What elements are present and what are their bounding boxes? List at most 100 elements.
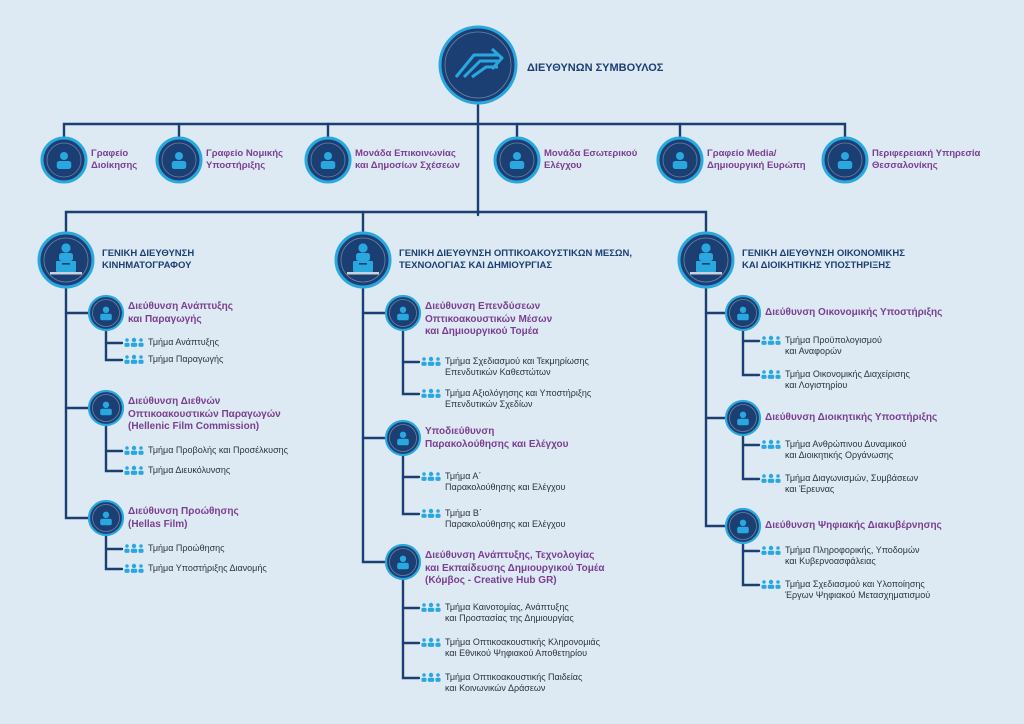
directorate-spine-line xyxy=(104,423,124,473)
group-icon xyxy=(761,369,781,379)
department-label: Τμήμα Διευκόλυνσης xyxy=(148,465,231,475)
person-icon-head xyxy=(399,555,407,562)
person-icon-head xyxy=(60,152,68,160)
group-icon xyxy=(761,439,781,449)
group-icon-head xyxy=(428,471,434,477)
group-icon-body xyxy=(435,513,441,518)
group-icon-body xyxy=(761,550,767,555)
group-icon-body xyxy=(421,677,427,682)
person-icon-body xyxy=(100,313,112,321)
node-inner-ring xyxy=(161,142,197,178)
person-icon-head xyxy=(739,306,747,313)
podium-mark xyxy=(702,263,710,265)
person-icon-body xyxy=(737,418,749,426)
group-icon-head xyxy=(436,509,440,513)
group-icon-body xyxy=(775,340,781,345)
department-label: Τμήμα Προώθησης xyxy=(148,543,225,553)
group-icon-body xyxy=(435,677,441,682)
group-icon-head xyxy=(422,603,426,607)
person-icon-body xyxy=(837,161,853,169)
person-icon-head xyxy=(841,152,849,160)
group-icon-body xyxy=(435,361,441,366)
logo-arrows-icon xyxy=(454,47,504,79)
group-icon-head xyxy=(768,579,774,585)
group-icon xyxy=(421,356,441,366)
directorate-node xyxy=(384,543,422,581)
node-inner-ring xyxy=(92,394,120,422)
group-icon-body xyxy=(427,393,435,398)
group-icon-head xyxy=(428,602,434,608)
person-icon-body xyxy=(100,408,112,416)
group-icon-head xyxy=(776,440,780,444)
group-icon-head xyxy=(428,672,434,678)
department-label: Τμήμα Υποστήριξης Διανομής xyxy=(148,563,267,573)
group-icon-body xyxy=(124,342,130,347)
group-icon-head xyxy=(125,564,129,568)
directorate-label: Διεύθυνση Προώθησης(Hellas Film) xyxy=(128,506,239,530)
podium-floor xyxy=(690,272,722,275)
node-ring xyxy=(724,294,762,332)
group-icon-head xyxy=(422,472,426,476)
group-icon-body xyxy=(138,450,144,455)
group-icon xyxy=(421,602,441,612)
podium-speaker-head xyxy=(61,243,71,253)
office-label: Γραφείο Media/Δημιουργική Ευρώπη xyxy=(707,148,806,171)
directorate-node xyxy=(384,419,422,457)
group-icon-head xyxy=(762,440,766,444)
logo-arrow xyxy=(454,53,498,78)
group-icon-head xyxy=(436,389,440,393)
group-icon-head xyxy=(762,336,766,340)
group-icon-body xyxy=(761,584,767,589)
node-inner-ring xyxy=(43,237,89,283)
directorate-spine-line xyxy=(104,328,124,362)
group-icon-head xyxy=(139,466,143,470)
department-label: Τμήμα Παραγωγής xyxy=(148,354,224,364)
group-icon-body xyxy=(130,359,138,364)
group-icon-head xyxy=(125,446,129,450)
group-icon-body xyxy=(427,607,435,612)
office-node xyxy=(155,136,203,184)
directorate-spine-line xyxy=(104,533,124,571)
group-icon xyxy=(124,445,144,455)
group-icon-head xyxy=(776,370,780,374)
directorate-node xyxy=(384,294,422,332)
group-icon-head xyxy=(428,637,434,643)
directorate-spine-line xyxy=(741,328,761,377)
node-inner-ring xyxy=(340,237,386,283)
department-label: Τμήμα Β΄Παρακολούθησης και Ελέγχου xyxy=(445,508,566,530)
podium-floor xyxy=(50,272,82,275)
logo-arrowhead xyxy=(490,47,504,71)
group-icon xyxy=(421,508,441,518)
group-icon-head xyxy=(131,465,137,471)
group-icon-head xyxy=(768,335,774,341)
group-icon-head xyxy=(762,474,766,478)
group-icon-body xyxy=(138,359,144,364)
group-icon-body xyxy=(427,642,435,647)
node-inner-ring xyxy=(92,299,120,327)
group-icon xyxy=(421,637,441,647)
podium-speaker-body xyxy=(59,253,73,261)
group-icon-body xyxy=(130,342,138,347)
podium-speaker-head xyxy=(358,243,368,253)
gd-spine-line xyxy=(64,285,91,520)
group-icon xyxy=(421,672,441,682)
group-icon-head xyxy=(422,638,426,642)
person-icon-head xyxy=(739,519,747,526)
general-directorate-label: ΓΕΝΙΚΗ ΔΙΕΥΘΥΝΣΗ ΟΠΤΙΚΟΑΚΟΥΣΤΙΚΩΝ ΜΕΣΩΝ,… xyxy=(399,248,633,271)
logo-arrow xyxy=(462,59,498,79)
group-icon-head xyxy=(436,357,440,361)
person-icon-head xyxy=(513,152,521,160)
group-icon-body xyxy=(427,677,435,682)
person-icon-body xyxy=(737,526,749,534)
person-icon-head xyxy=(676,152,684,160)
